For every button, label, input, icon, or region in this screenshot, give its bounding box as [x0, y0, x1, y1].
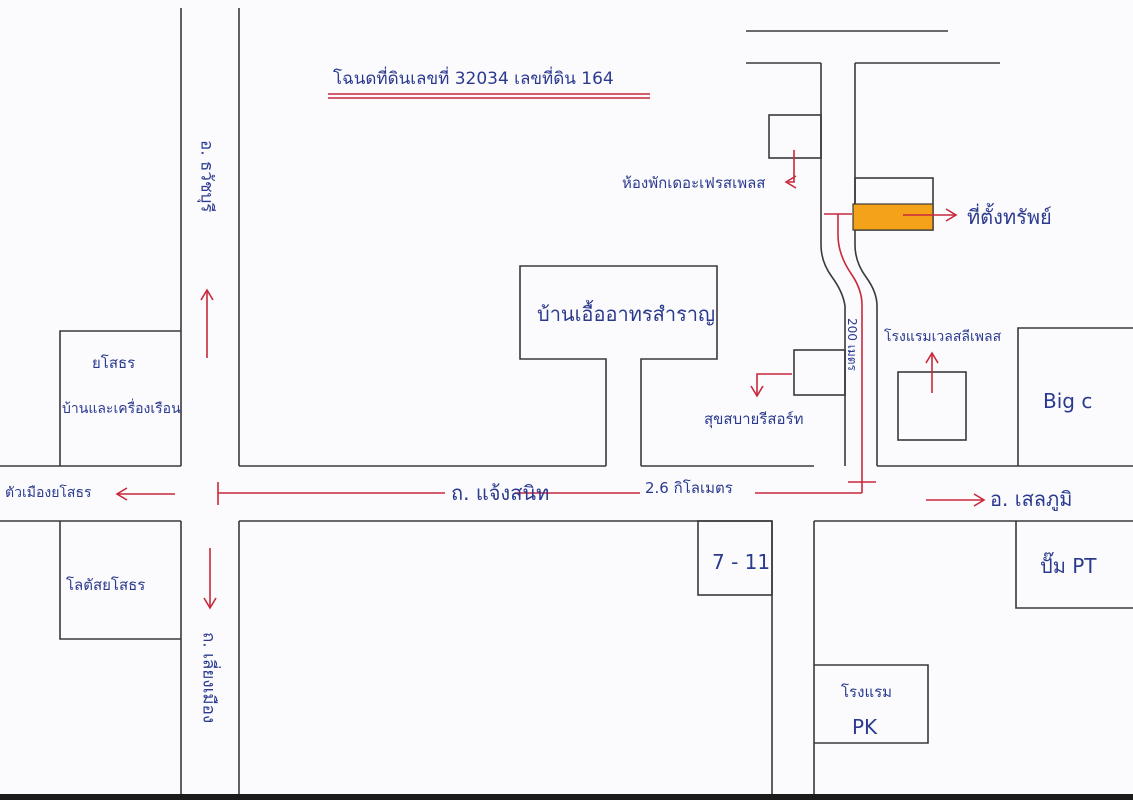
label-lotus: โลตัสยโสธร [66, 576, 146, 594]
label-school: บ้านเอื้ออาทรสำราญ [537, 302, 716, 326]
label-dormitory: ห้องพักเดอะเฟรสเพลส [622, 174, 766, 192]
bottom-border [0, 794, 1133, 800]
soi-edge-left [820, 63, 846, 466]
lotus-building [59, 521, 181, 640]
arrow-dormitory [788, 150, 795, 183]
label-home-store-1: ยโสธร [92, 354, 136, 372]
bigc-building [1017, 327, 1133, 466]
label-main-road: ถ. แจ้งสนิท [451, 481, 550, 505]
property-highlight [852, 203, 934, 231]
label-left-up-road: อ. ธวัชบุรี [196, 140, 217, 213]
resort-building [793, 349, 846, 396]
label-soi-distance: 200 เมตร [844, 318, 859, 371]
map-title: โฉนดที่ดินเลขที่ 32034 เลขที่ดิน 164 [333, 69, 614, 89]
pt-station-building [1015, 521, 1133, 609]
label-pk-hotel-2: PK [852, 715, 878, 739]
label-property: ที่ตั้งทรัพย์ [967, 205, 1052, 229]
label-home-store-2: บ้านและเครื่องเรือน [62, 401, 181, 417]
dormitory-building [768, 114, 822, 159]
home-store-building [59, 330, 181, 466]
label-pk-hotel-1: โรงแรม [841, 683, 893, 701]
label-hotel-wellness: โรงแรมเวลสลีเพลส [884, 329, 1002, 345]
label-711: 7 - 11 [712, 550, 771, 574]
label-distance: 2.6 กิโลเมตร [645, 479, 733, 497]
map-linework [0, 8, 1133, 794]
title-underline [328, 93, 650, 99]
label-pt-station: ปั๊ม PT [1040, 554, 1097, 578]
label-bigc: Big c [1043, 389, 1093, 413]
soi-edge-right [854, 63, 878, 466]
label-resort: สุขสบายรีสอร์ท [704, 410, 804, 428]
school-building [519, 265, 718, 466]
arrow-resort [756, 373, 792, 395]
label-to-west: ตัวเมืองยโสธร [5, 485, 92, 501]
soi-distance-line [837, 214, 863, 493]
label-left-down-road: ถ. เลี่ยงเมือง [198, 632, 219, 724]
store-711-building [697, 520, 773, 596]
label-to-east: อ. เสลภูมิ [990, 487, 1073, 511]
pk-hotel-building [814, 664, 929, 744]
red-markers [115, 150, 986, 610]
